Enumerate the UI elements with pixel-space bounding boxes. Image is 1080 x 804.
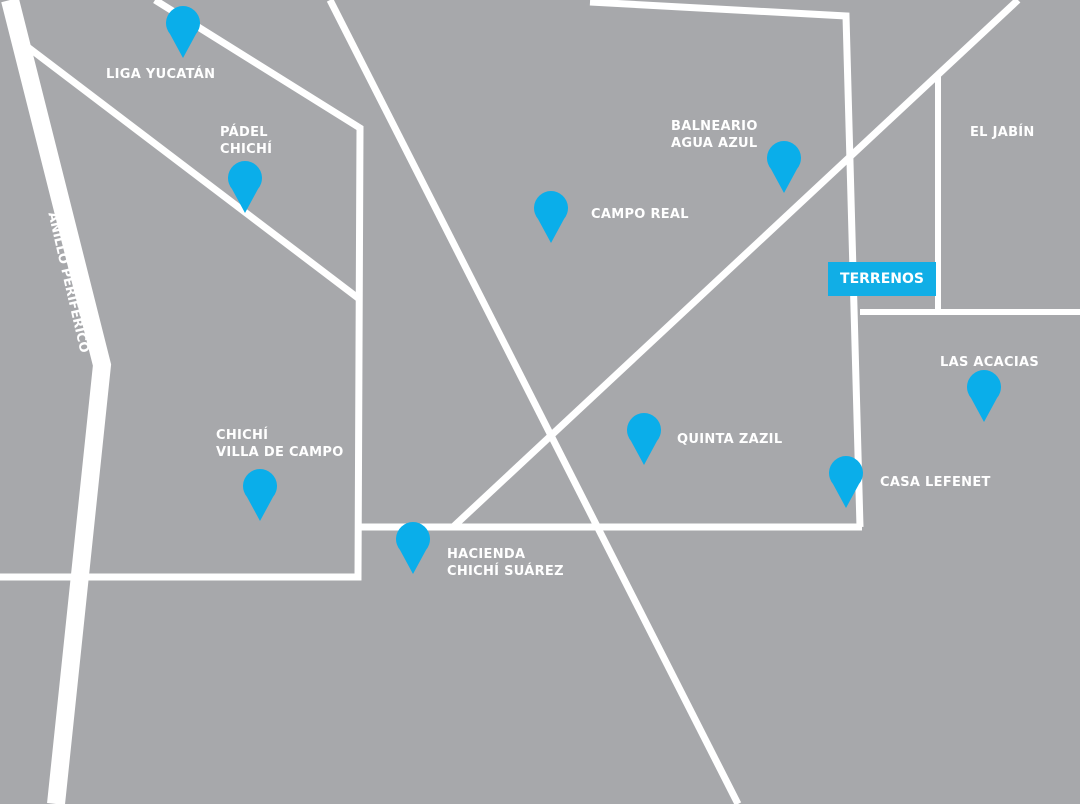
map-pin-icon-quinta[interactable] [627,413,661,465]
map-pin-icon-padel[interactable] [228,161,262,213]
map-pin-icon-acacias[interactable] [967,370,1001,422]
place-label-casa-lefenet: CASA LEFENET [880,475,991,490]
map-pin-icon-campo[interactable] [534,191,568,243]
road [589,0,864,528]
place-label-campo-real: CAMPO REAL [591,207,689,222]
map-pin-icon-balneario[interactable] [767,141,801,193]
map-pin-icon-villa[interactable] [243,469,277,521]
map-pin-icon-lefenet[interactable] [829,456,863,508]
place-label-quinta-zazil: QUINTA ZAZIL [677,432,783,447]
place-label-liga-yucatan: LIGA YUCATÁN [106,67,216,82]
place-label-el-jabin: EL JABÍN [970,125,1035,140]
map-pin-icon-liga[interactable] [166,6,200,59]
road [22,42,361,301]
terrenos-highlight[interactable]: TERRENOS [828,262,936,296]
road-anillo-periferico [1,0,112,804]
road [450,0,1021,530]
place-label-las-acacias: LAS ACACIAS [940,355,1039,370]
road [0,0,364,581]
road [326,0,742,804]
map-pin-icon-hacienda[interactable] [396,522,430,574]
